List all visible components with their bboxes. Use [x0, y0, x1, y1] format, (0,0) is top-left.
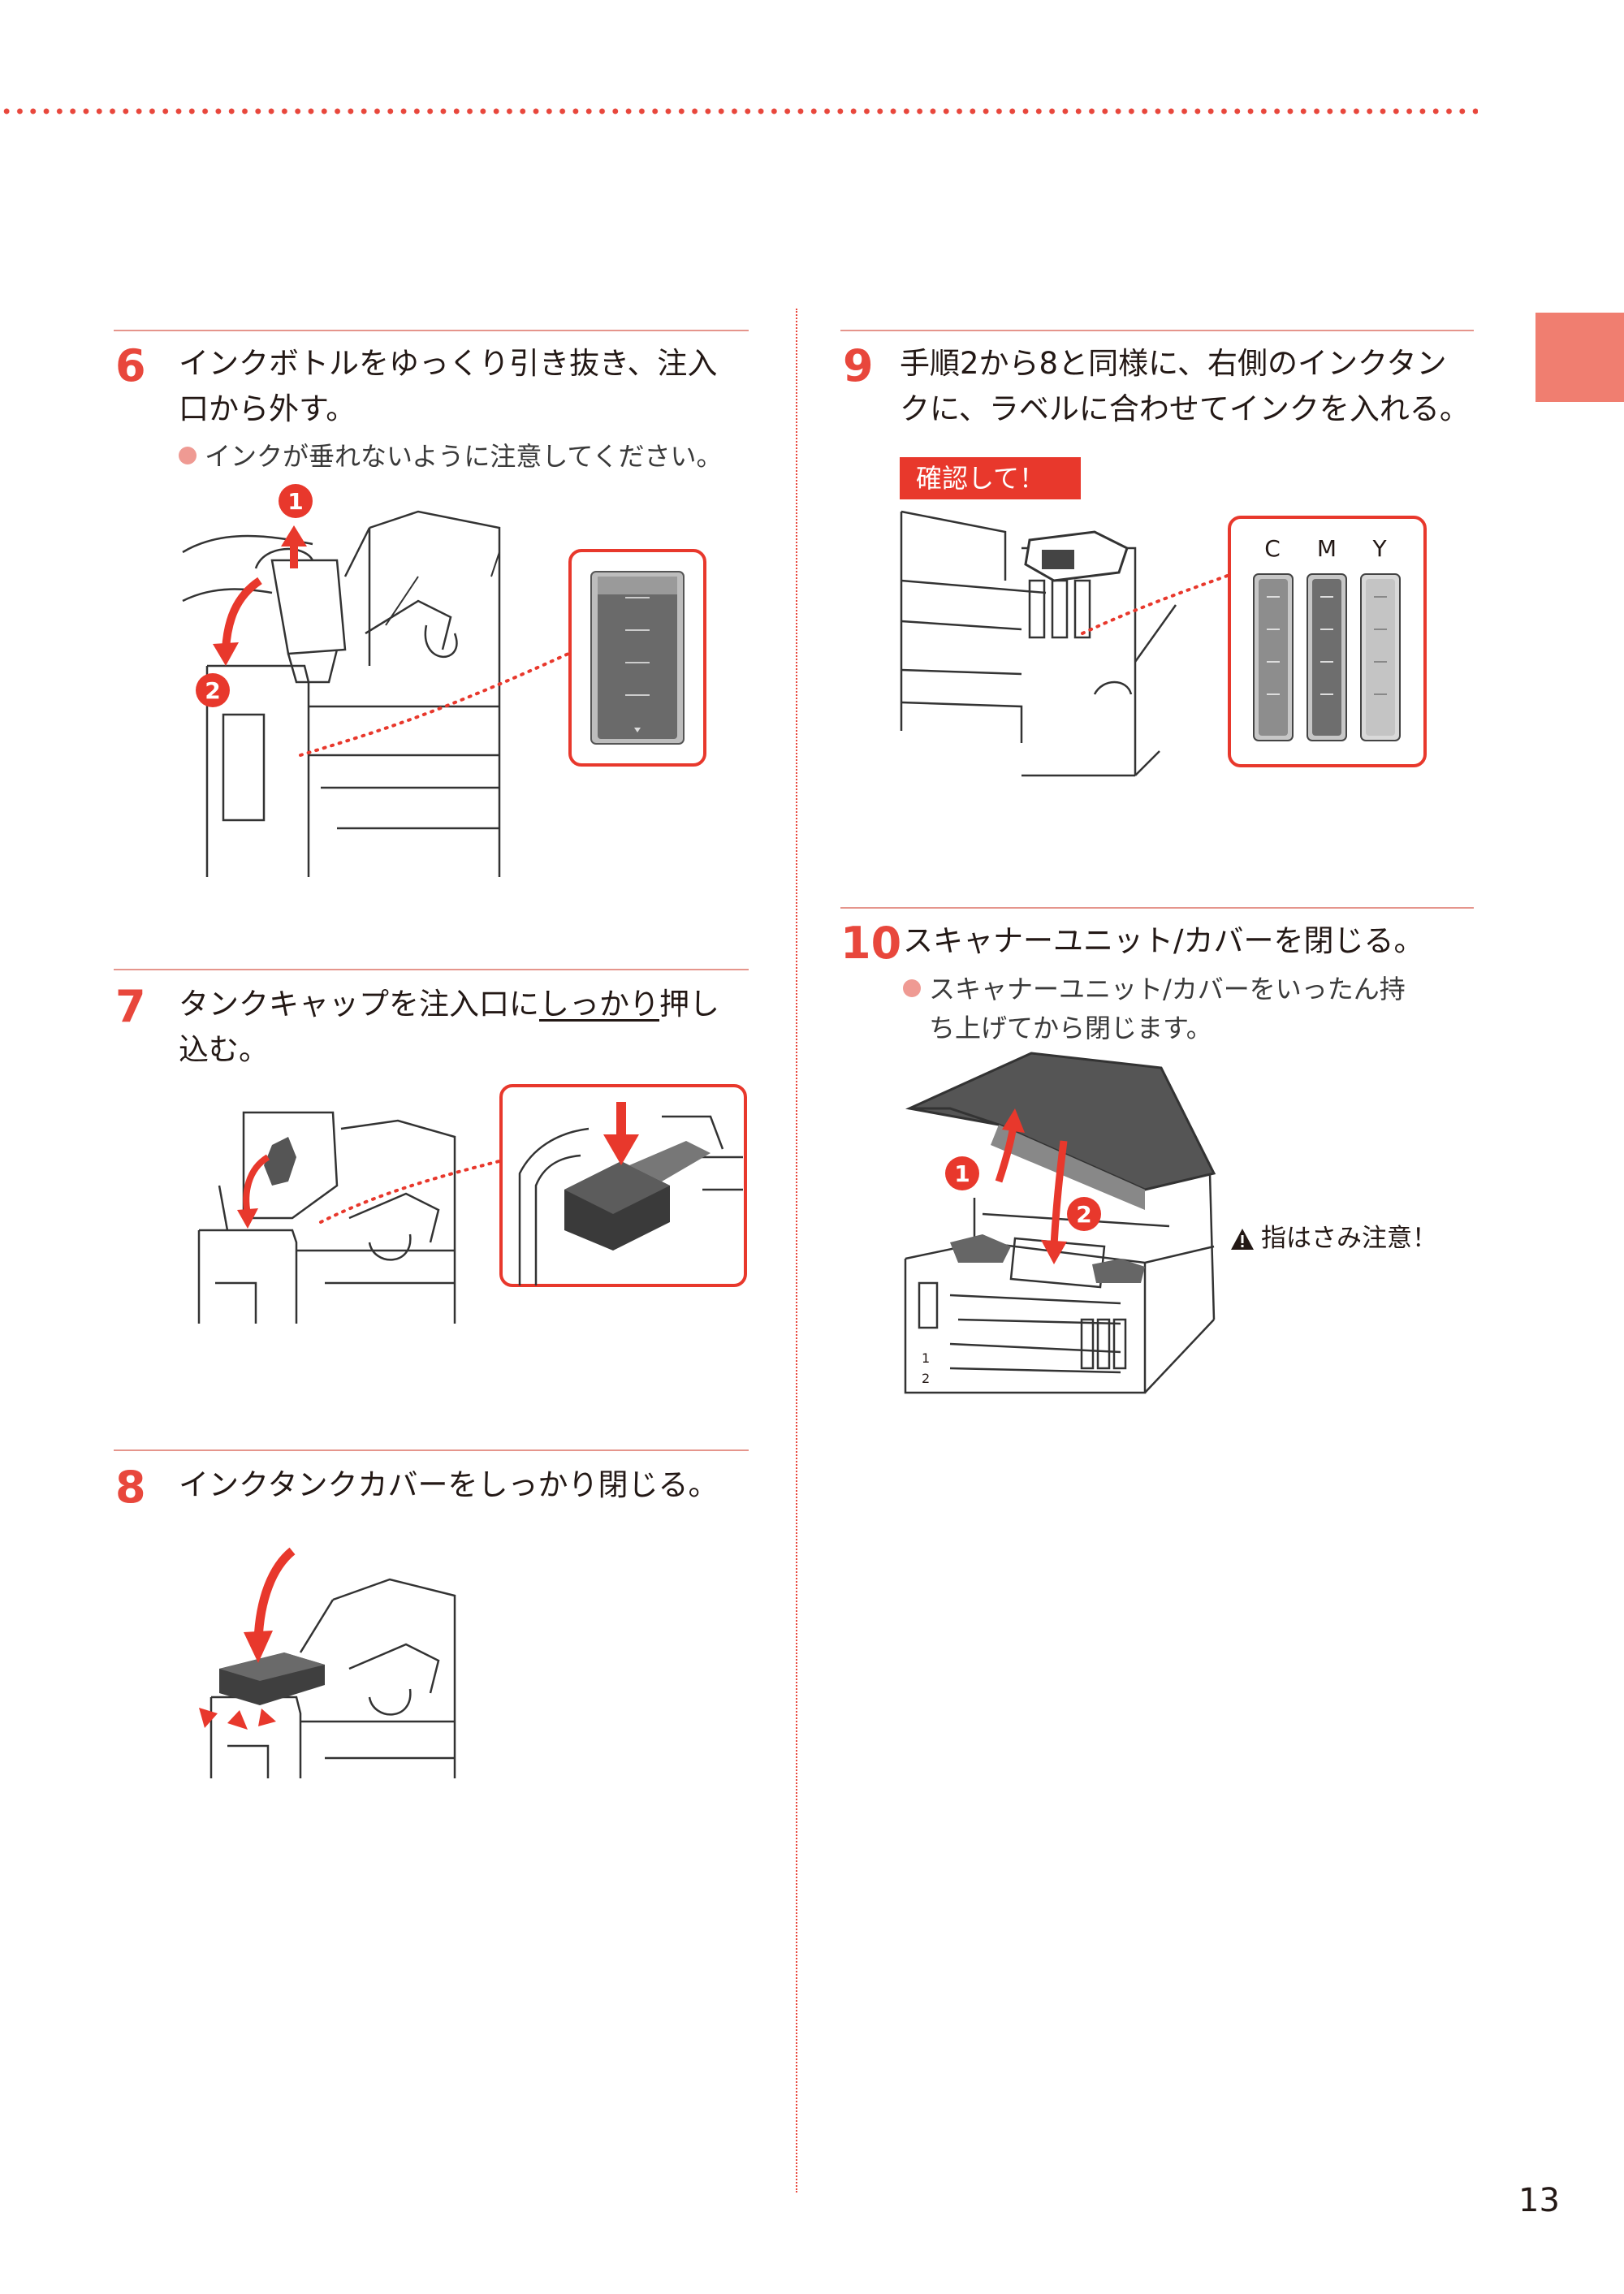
pinch-warning: 指はさみ注意！: [1230, 1222, 1437, 1255]
svg-text:1: 1: [287, 488, 303, 515]
step-6-text: インクボトルをゆっくり引き抜き、注入 口から外す。: [179, 341, 717, 432]
step-9-number: 9: [843, 340, 874, 391]
step-10-text: スキャナーユニット/カバーを閉じる。: [903, 918, 1423, 964]
step-10-line-1: スキャナーユニット/カバーを閉じる。: [903, 923, 1424, 958]
ink-tank-zoom: [568, 549, 706, 767]
callout-1-icon: [945, 1156, 979, 1190]
column-divider: [796, 309, 797, 2192]
step-7-line-1: タンクキャップを注入口にしっかり押し: [179, 987, 719, 1022]
step-6-line-2: 口から外す。: [179, 391, 356, 426]
step-9-line-1: 手順2から8と同様に、右側のインクタン: [900, 346, 1447, 381]
step-7-text: タンクキャップを注入口にしっかり押し 込む。: [179, 982, 719, 1073]
step-7-illustration: [197, 1111, 456, 1324]
step-6-zoom-inset: [299, 652, 570, 757]
warning-icon: [1231, 1229, 1254, 1250]
tank-c: [1253, 573, 1294, 741]
step-6-rule: [114, 330, 749, 331]
top-dotted-rule: [0, 107, 1478, 115]
tray-label-1: 1: [922, 1350, 930, 1366]
tank-y: [1360, 573, 1401, 741]
step-10-number: 10: [840, 918, 902, 969]
svg-text:2: 2: [1076, 1201, 1091, 1228]
tray-label-2: 2: [922, 1371, 930, 1386]
step-9-illustration: [900, 510, 1242, 777]
step-7-line-2: 込む。: [179, 1032, 269, 1067]
step-9-rule: [840, 330, 1474, 331]
step-10-illustration: 1 2 1 2: [904, 1052, 1216, 1394]
note-bullet-icon: [179, 447, 197, 464]
step-6-arrows: 1 2: [196, 484, 313, 707]
tank-label-y: Y: [1371, 535, 1387, 562]
note-bullet-icon: [903, 979, 921, 997]
callout-2-icon: [1067, 1197, 1101, 1231]
svg-text:1: 1: [954, 1160, 970, 1187]
svg-text:2: 2: [205, 677, 220, 704]
tank-label-c: C: [1264, 535, 1281, 562]
step-7-rule: [114, 969, 749, 970]
step-6-note: インクが垂れないように注意してください。: [179, 437, 722, 476]
check-badge: 確認して！: [900, 457, 1081, 499]
step-6-line-1: インクボトルをゆっくり引き抜き、注入: [179, 346, 718, 381]
step-9-line-2: クに、ラベルに合わせてインクを入れる。: [900, 391, 1470, 426]
step-6-note-text: インクが垂れないように注意してください。: [205, 441, 723, 472]
step-8-illustration: [199, 1547, 456, 1778]
step-7-number: 7: [115, 981, 146, 1032]
chapter-tab: [1535, 313, 1624, 402]
step-8-text: インクタンクカバーをしっかり閉じる。: [179, 1462, 719, 1508]
step-8-number: 8: [115, 1462, 146, 1513]
step-10-rule: [840, 907, 1474, 909]
step-10-note-line-2: ち上げてから閉じます。: [929, 1013, 1212, 1043]
callout-2-icon: [196, 673, 230, 707]
step-8-line-1: インクタンクカバーをしっかり閉じる。: [179, 1467, 719, 1502]
callout-1-icon: [279, 484, 313, 518]
tank-m: [1307, 573, 1347, 741]
step-10-note: スキャナーユニット/カバーをいったん持 ち上げてから閉じます。: [903, 970, 1406, 1048]
step-6-illustration: [182, 510, 501, 877]
warning-text: 指はさみ注意！: [1261, 1224, 1437, 1253]
cmy-tanks-zoom: C M Y: [1228, 516, 1427, 767]
step-8-rule: [114, 1449, 749, 1451]
tank-label-m: M: [1317, 535, 1337, 562]
step-7-dotted-leader: [319, 1160, 501, 1224]
step-7-zoom-inset: [499, 1084, 747, 1287]
step-6-number: 6: [115, 340, 146, 391]
page-number: 13: [1518, 2182, 1560, 2219]
step-10-note-line-1: スキャナーユニット/カバーをいったん持: [929, 974, 1406, 1004]
step-9-text: 手順2から8と同様に、右側のインクタン クに、ラベルに合わせてインクを入れる。: [900, 341, 1470, 432]
